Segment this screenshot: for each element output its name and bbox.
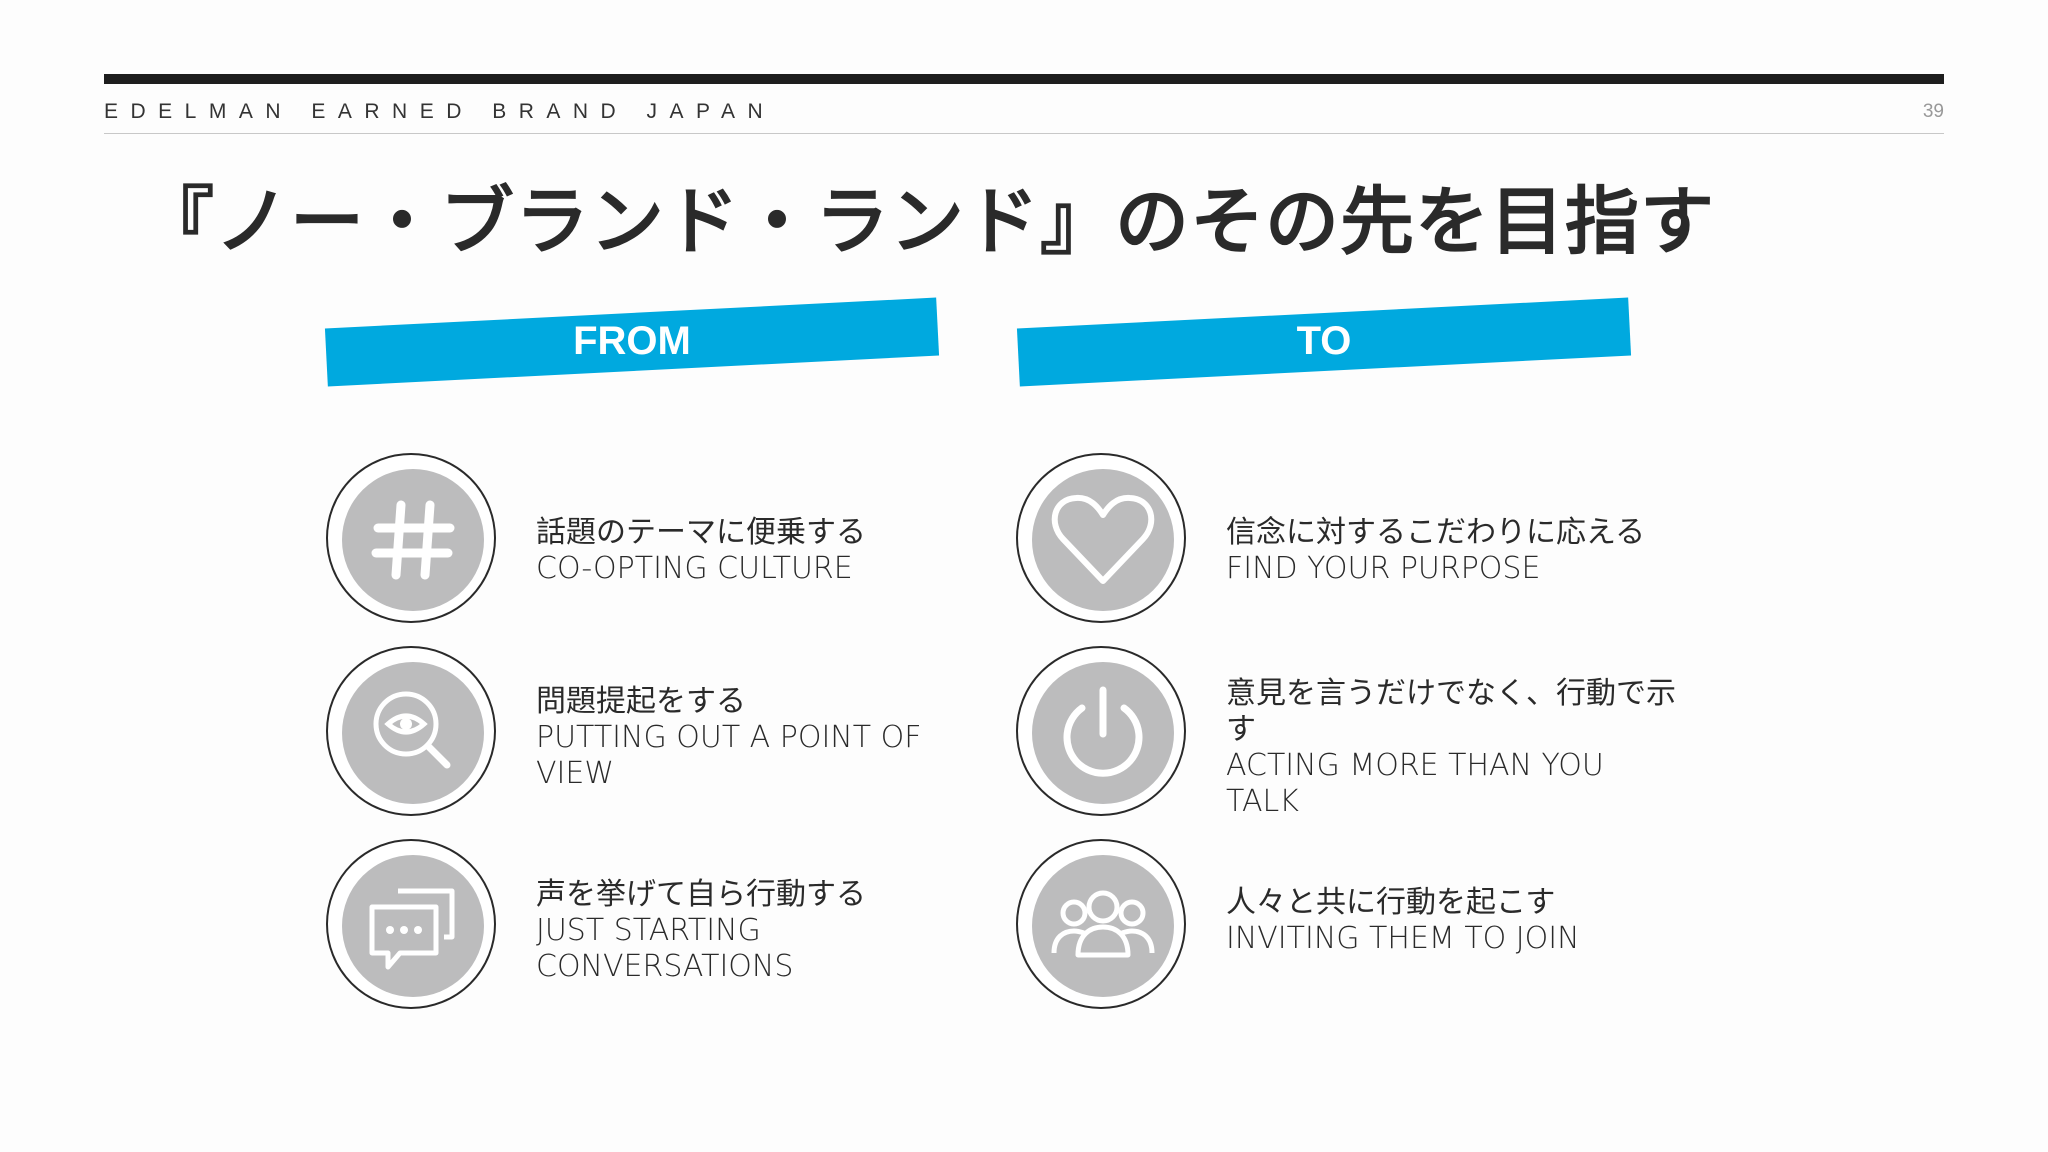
from-item-1-en: CO-OPTING CULTURE xyxy=(536,551,853,586)
icon-circle xyxy=(326,839,496,1009)
from-banner: FROM xyxy=(324,291,940,391)
power-icon xyxy=(1063,686,1143,777)
from-item-3-text: 声を挙げて自ら行動する JUST STARTING CONVERSATIONS xyxy=(536,877,996,985)
hashtag-icon xyxy=(371,500,455,580)
to-item-2-en: ACTING MORE THAN YOU TALK xyxy=(1226,748,1604,819)
slide-title: 『ノー・ブランド・ランド』のその先を目指す xyxy=(140,179,1715,265)
from-item-2-en: PUTTING OUT A POINT OF VIEW xyxy=(536,720,922,791)
from-item-3-jp: 声を挙げて自ら行動する xyxy=(536,877,866,912)
icon-circle xyxy=(1016,453,1186,623)
from-item-1-jp: 話題のテーマに便乗する xyxy=(536,515,866,550)
brand-header: EDELMAN EARNED BRAND JAPAN xyxy=(104,100,776,123)
from-item-3-en: JUST STARTING CONVERSATIONS xyxy=(536,913,794,984)
chat-bubbles-icon xyxy=(369,888,455,970)
icon-circle xyxy=(326,646,496,816)
heart-icon xyxy=(1051,494,1155,584)
from-item-2-jp: 問題提起をする xyxy=(536,684,746,719)
to-item-2-text: 意見を言うだけでなく、行動で示す ACTING MORE THAN YOU TA… xyxy=(1226,676,1686,820)
to-item-1-text: 信念に対するこだわりに応える FIND YOUR PURPOSE xyxy=(1226,515,1686,587)
search-eye-icon xyxy=(373,691,451,769)
group-icon xyxy=(1051,890,1155,958)
icon-circle xyxy=(326,453,496,623)
to-item-3-jp: 人々と共に行動を起こす xyxy=(1226,885,1556,920)
to-banner: TO xyxy=(1016,291,1632,391)
to-item-1-en: FIND YOUR PURPOSE xyxy=(1226,551,1541,586)
from-item-1-text: 話題のテーマに便乗する CO-OPTING CULTURE xyxy=(536,515,996,587)
to-banner-label: TO xyxy=(1296,319,1352,363)
page-number: 39 xyxy=(1922,101,1944,122)
from-banner-label: FROM xyxy=(573,319,691,363)
to-item-3-en: INVITING THEM TO JOIN xyxy=(1226,921,1580,956)
to-item-1-jp: 信念に対するこだわりに応える xyxy=(1226,515,1646,550)
header-divider xyxy=(104,133,1944,134)
icon-circle xyxy=(1016,646,1186,816)
to-item-3-text: 人々と共に行動を起こす INVITING THEM TO JOIN xyxy=(1226,885,1686,957)
from-item-2-text: 問題提起をする PUTTING OUT A POINT OF VIEW xyxy=(536,684,996,792)
top-rule xyxy=(104,74,1944,84)
to-item-2-jp: 意見を言うだけでなく、行動で示す xyxy=(1226,676,1676,747)
icon-circle xyxy=(1016,839,1186,1009)
